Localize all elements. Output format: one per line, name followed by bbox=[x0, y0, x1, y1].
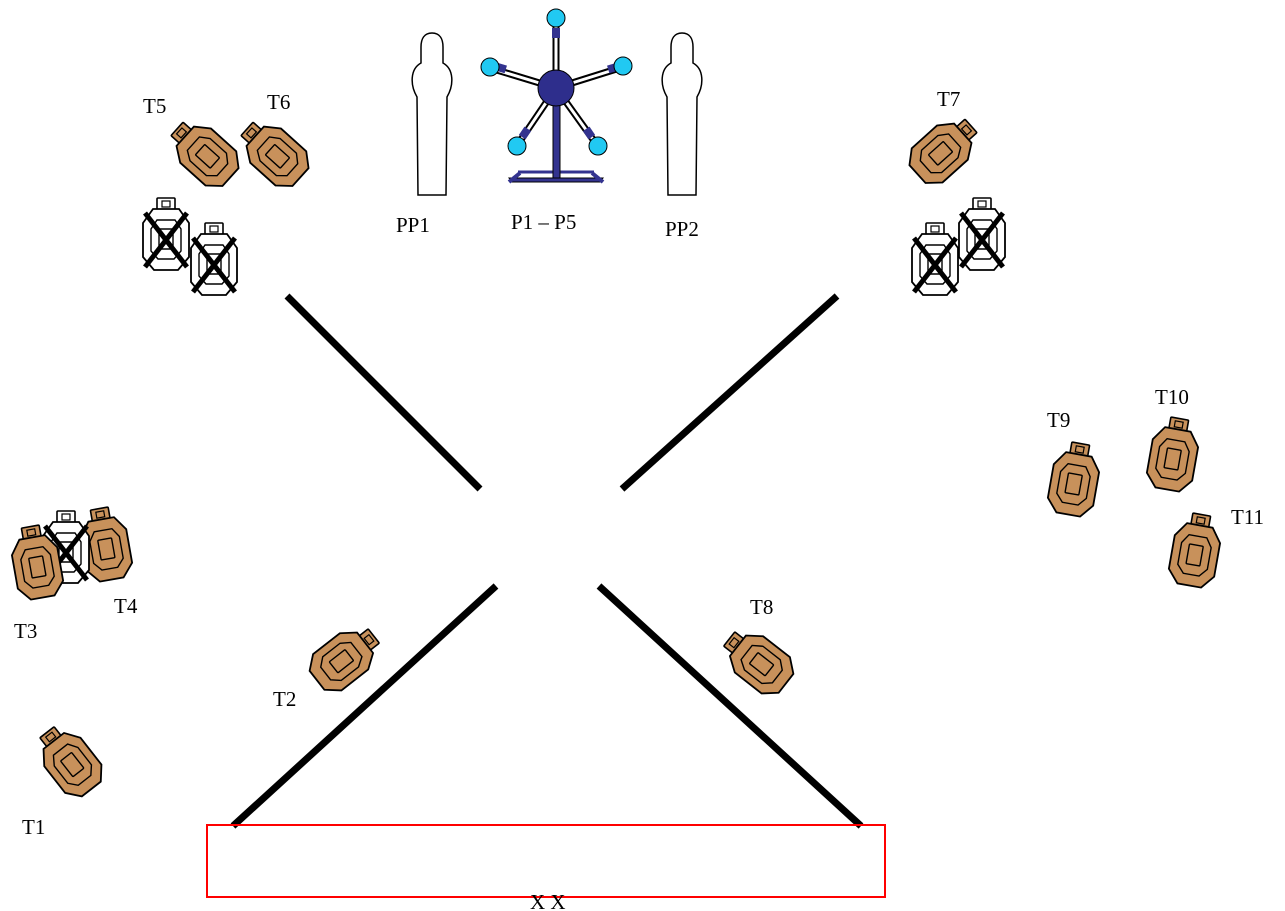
shooting-box bbox=[206, 824, 886, 898]
wall-lower-right bbox=[596, 583, 864, 829]
label-t3: T3 bbox=[14, 619, 37, 643]
label-t9: T9 bbox=[1047, 408, 1070, 432]
label-pp2: PP2 bbox=[665, 217, 699, 241]
target-t5-icon bbox=[160, 110, 247, 196]
target-t9-icon bbox=[1044, 438, 1105, 520]
target-t7-icon bbox=[901, 107, 988, 193]
label-t8: T8 bbox=[750, 595, 773, 619]
plate-tree-icon bbox=[480, 8, 633, 184]
popper-pp2-icon bbox=[661, 32, 703, 196]
label-plates: P1 – P5 bbox=[511, 210, 576, 234]
label-shooting-position: X X bbox=[530, 890, 566, 911]
target-t2-icon bbox=[301, 616, 389, 700]
label-t5: T5 bbox=[143, 94, 166, 118]
label-t6: T6 bbox=[267, 90, 290, 114]
no-shoot-target-icon bbox=[959, 198, 1005, 270]
target-t11-icon bbox=[1165, 509, 1226, 591]
target-t8-icon bbox=[714, 619, 802, 703]
label-t10: T10 bbox=[1155, 385, 1189, 409]
target-t6-icon bbox=[230, 110, 317, 196]
wall-lower-left bbox=[230, 583, 499, 829]
label-pp1: PP1 bbox=[396, 213, 430, 237]
no-shoot-target-icon bbox=[912, 223, 958, 295]
label-t1: T1 bbox=[22, 815, 45, 839]
label-t2: T2 bbox=[273, 687, 296, 711]
label-t7: T7 bbox=[937, 87, 960, 111]
label-t11: T11 bbox=[1231, 505, 1264, 529]
wall-upper-left bbox=[284, 293, 483, 492]
target-t1-icon bbox=[27, 717, 111, 805]
label-t4: T4 bbox=[114, 594, 138, 618]
no-shoot-target-icon bbox=[143, 198, 189, 270]
no-shoot-target-icon bbox=[191, 223, 237, 295]
popper-pp1-icon bbox=[411, 32, 453, 196]
target-t10-icon bbox=[1143, 413, 1204, 495]
wall-upper-right bbox=[619, 293, 840, 492]
